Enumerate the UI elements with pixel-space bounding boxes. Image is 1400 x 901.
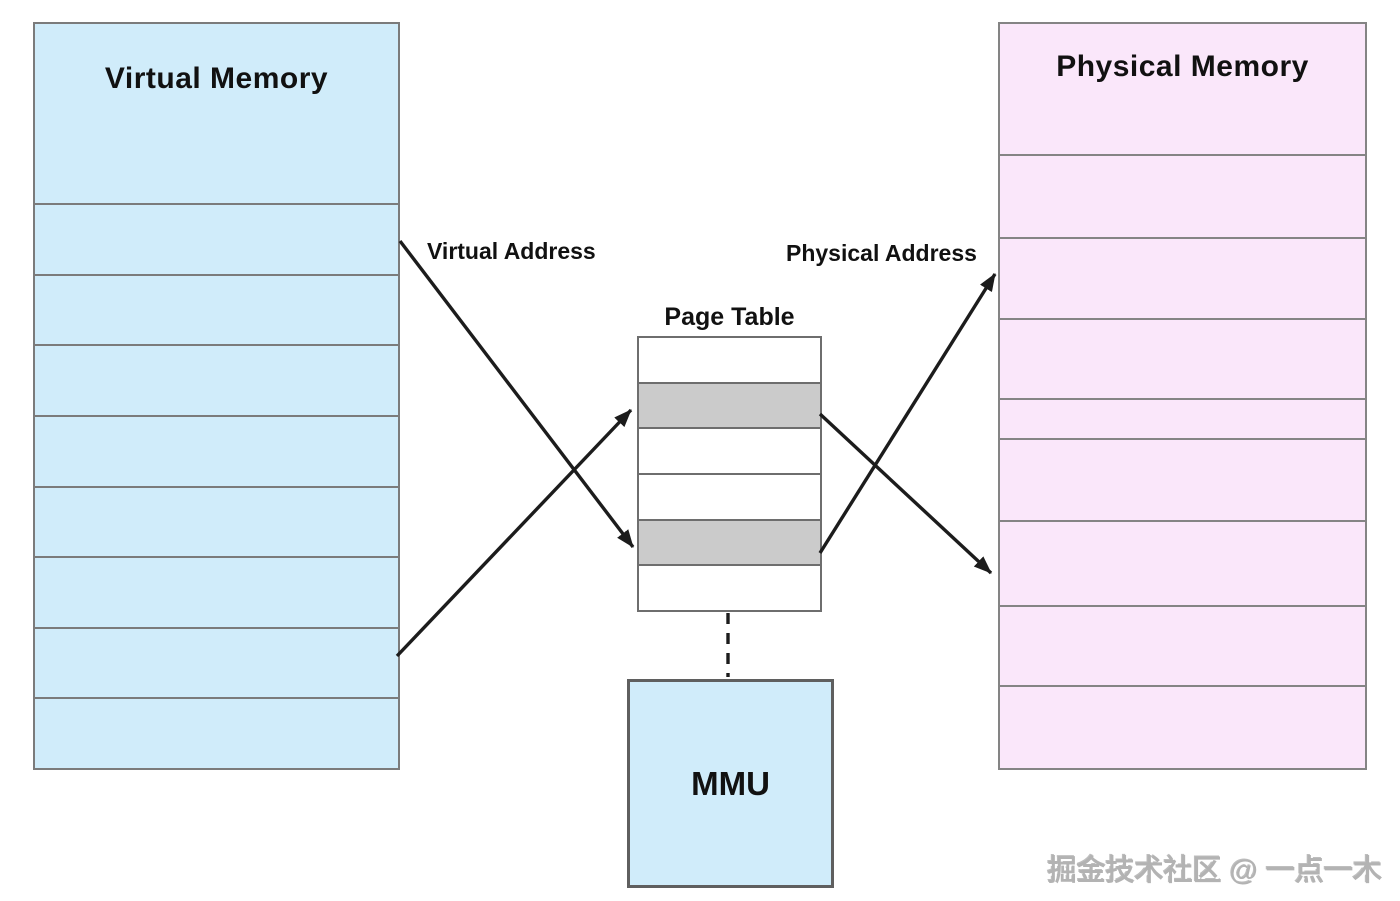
virtual-memory-row-6 <box>35 558 398 629</box>
physical-address-label: Physical Address <box>786 240 977 266</box>
virtual-memory-row-2 <box>35 276 398 347</box>
page-table-entry-6 <box>639 566 820 610</box>
page-table-entry-4 <box>639 475 820 521</box>
mmu-title: MMU <box>691 764 770 802</box>
virtual-memory-title: Virtual Memory <box>35 24 398 205</box>
page-table-title: Page Table <box>664 303 795 331</box>
virtual-address-label: Virtual Address <box>427 238 596 264</box>
physical-memory-row-7 <box>1000 607 1365 687</box>
page-table-box <box>637 336 822 612</box>
physical-memory-row-8 <box>1000 687 1365 770</box>
virtual-memory-row-7 <box>35 629 398 700</box>
virtual-memory-row-1 <box>35 205 398 276</box>
physical-memory-title: Physical Memory <box>1000 24 1365 156</box>
virtual-memory-row-5 <box>35 488 398 559</box>
virtual-memory-row-8 <box>35 699 398 768</box>
page-table-entry-1 <box>639 338 820 384</box>
physical-memory-box: Physical Memory <box>998 22 1367 770</box>
virtual-memory-row-3 <box>35 346 398 417</box>
physical-memory-row-5 <box>1000 440 1365 522</box>
physical-memory-rows <box>1000 156 1365 770</box>
virtual-address-arrow-lower <box>395 408 633 658</box>
virtual-address-arrow-upper <box>398 239 635 549</box>
physical-memory-row-2 <box>1000 239 1365 320</box>
page-table-entry-5-highlighted <box>639 520 820 567</box>
physical-address-arrow-lower <box>818 412 993 575</box>
mmu-box: MMU <box>627 679 834 888</box>
physical-memory-row-3 <box>1000 320 1365 400</box>
virtual-memory-box: Virtual Memory <box>33 22 400 770</box>
physical-memory-row-1 <box>1000 156 1365 239</box>
page-table-entry-2-highlighted <box>639 383 820 430</box>
watermark-text: 掘金技术社区 @ 一点一木 <box>1047 855 1382 887</box>
virtual-memory-rows <box>35 205 398 768</box>
physical-address-arrow-upper <box>818 273 997 554</box>
physical-memory-row-4 <box>1000 400 1365 440</box>
virtual-memory-row-4 <box>35 417 398 488</box>
physical-memory-row-6 <box>1000 522 1365 607</box>
page-table-entry-3 <box>639 429 820 476</box>
